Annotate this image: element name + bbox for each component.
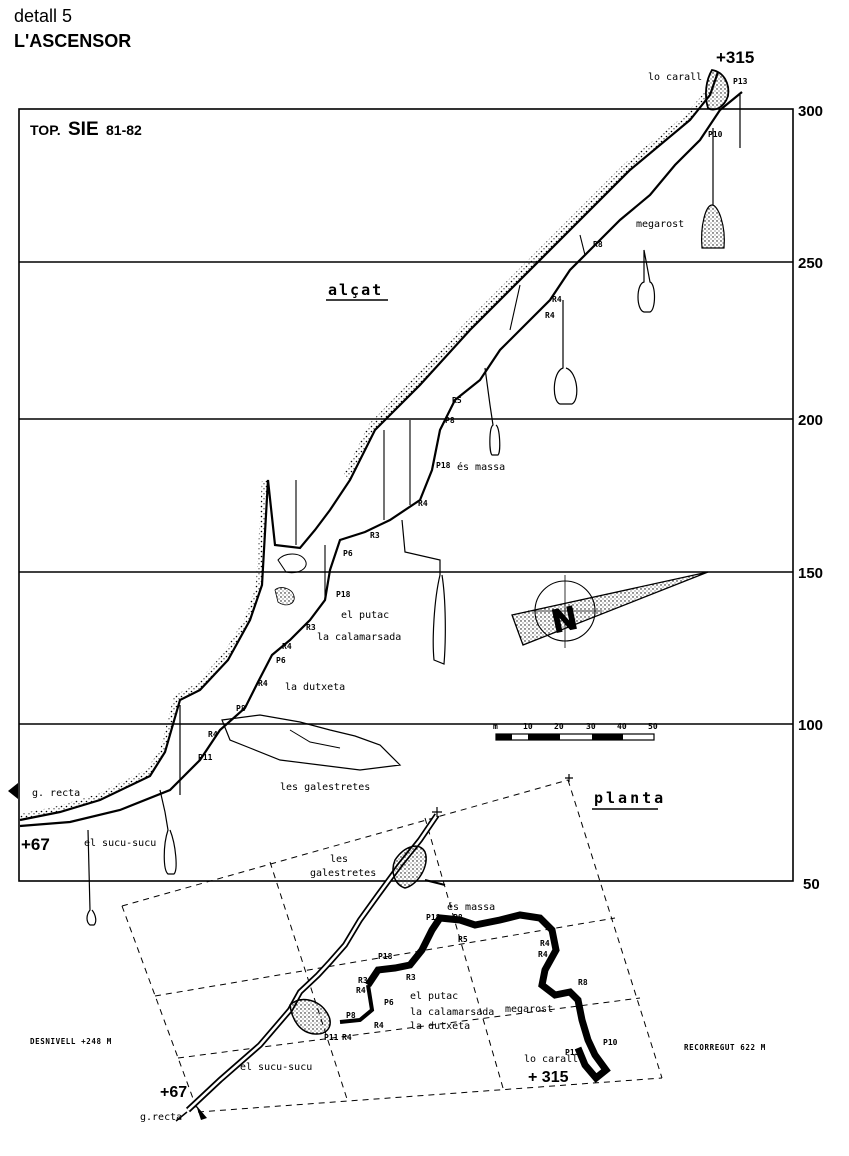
pitch-label: R3: [370, 531, 380, 540]
pitch-label: R3: [306, 623, 316, 632]
scale-tick: 40: [617, 722, 627, 731]
plan-pitch: R3: [358, 976, 368, 985]
plan-pitch: P8: [453, 913, 463, 922]
plan-label-galestretes: galestretes: [310, 868, 376, 879]
scale-unit: m: [493, 722, 498, 731]
pitch-label: R4: [282, 642, 292, 651]
length-stat: RECORREGUT 622 M: [684, 1043, 766, 1052]
north-arrow-icon: N: [511, 571, 709, 648]
plan-top-value: + 315: [528, 1069, 569, 1086]
plan-label-el-putac: el putac: [410, 991, 458, 1002]
scale-bar: m 10 20 30 40 50: [493, 722, 658, 741]
plan-cave-passage: [175, 774, 611, 1122]
scale-tick: 10: [523, 722, 533, 731]
place-megarost: megarost: [636, 219, 684, 230]
plan-pitch: R5: [458, 935, 468, 944]
survey-credit: TOP. SIE 81-82: [30, 119, 142, 140]
plan-label-les: les: [330, 854, 348, 865]
plan-pitch: P18: [378, 952, 393, 961]
pitch-label: P11: [198, 753, 213, 762]
pitch-label: R8: [593, 240, 603, 249]
plan-pitch: R4: [356, 986, 366, 995]
plan-label-megarost: megarost: [505, 1004, 553, 1015]
place-lo-carall: lo carall: [648, 72, 702, 83]
plan-label-la-dutxeta: la dutxeta: [410, 1021, 470, 1032]
elevation-place-names: lo carall megarost és massa el putac la …: [32, 72, 702, 849]
pitch-label: P8: [445, 416, 455, 425]
detail-number: detall 5: [14, 6, 73, 26]
plan-label-lo-carall: lo carall: [524, 1054, 578, 1065]
plan-label-g-recta: g.recta: [140, 1112, 182, 1123]
elevation-title: alçat: [328, 281, 383, 299]
cave-name-title: L'ASCENSOR: [14, 31, 132, 51]
plan-pitch: P18: [426, 913, 441, 922]
place-el-sucu-sucu: el sucu-sucu: [84, 838, 156, 849]
plan-pitch: P8: [346, 1011, 356, 1020]
elevation-axis-labels: 300 250 200 150 100 50: [798, 103, 823, 893]
place-la-calamarsada: la calamarsada: [317, 632, 401, 643]
place-el-putac: el putac: [341, 610, 389, 621]
plan-label-el-sucu-sucu: el sucu-sucu: [240, 1062, 312, 1073]
place-les-galestretes: les galestretes: [280, 782, 370, 793]
pitch-label: R4: [552, 295, 562, 304]
plan-pitch: R4: [374, 1021, 384, 1030]
place-la-dutxeta: la dutxeta: [285, 682, 345, 693]
pitch-label: P13: [733, 77, 748, 86]
pitch-label: P18: [436, 461, 451, 470]
axis-label-50: 50: [803, 876, 820, 893]
axis-label-300: 300: [798, 103, 823, 120]
top-elevation-value: +315: [716, 48, 754, 67]
bottom-elevation-value: +67: [21, 835, 50, 854]
plan-pitch: R4: [540, 939, 550, 948]
survey-years: 81-82: [106, 122, 142, 138]
pitch-label: P6: [343, 549, 353, 558]
plan-place-names: les galestretes és massa el putac la cal…: [140, 854, 578, 1123]
pitch-label: R5: [452, 396, 462, 405]
axis-label-150: 150: [798, 565, 823, 582]
plan-pitch: P11: [324, 1033, 339, 1042]
pitch-label: R4: [208, 730, 218, 739]
scale-tick: 50: [648, 722, 658, 731]
plan-label-es-massa: és massa: [447, 901, 495, 913]
place-g-recta: g. recta: [32, 788, 80, 799]
pitch-label: P10: [708, 130, 723, 139]
depth-stat: DESNIVELL +248 M: [30, 1037, 112, 1046]
plan-title: planta: [594, 789, 666, 807]
plan-pitch-labels: P18 P8 R5 R4 R4 R8 P18 R3 R3 R4 P6 R4 P8…: [324, 913, 618, 1057]
place-es-massa: és massa: [457, 461, 505, 473]
plan-label-la-calamarsada: la calamarsada: [410, 1007, 494, 1018]
scale-tick: 20: [554, 722, 564, 731]
elevation-profile: [8, 69, 743, 926]
scale-tick: 30: [586, 722, 596, 731]
plan-pitch: P10: [603, 1038, 618, 1047]
plan-pitch: R3: [406, 973, 416, 982]
plan-pitch: P6: [384, 998, 394, 1007]
plan-pitch: R4: [538, 950, 548, 959]
pitch-label: R4: [545, 311, 555, 320]
axis-label-200: 200: [798, 412, 823, 429]
pitch-label: R4: [418, 499, 428, 508]
axis-label-250: 250: [798, 255, 823, 272]
survey-prefix: TOP.: [30, 122, 61, 138]
pitch-label: P6: [276, 656, 286, 665]
pitch-label: R4: [258, 679, 268, 688]
pitch-label: P8: [236, 704, 246, 713]
axis-label-100: 100: [798, 717, 823, 734]
plan-pitch: R4: [342, 1033, 352, 1042]
survey-team: SIE: [68, 119, 99, 140]
plan-grid: [121, 779, 663, 1113]
plan-pitch: R8: [578, 978, 588, 987]
plan-pitch: P13: [565, 1048, 580, 1057]
plan-bottom-value: +67: [160, 1084, 187, 1101]
pitch-label: P18: [336, 590, 351, 599]
elevation-pitch-labels: P13 P10 R8 R4 R4 R5 P8 P18 R4 R3 P6 P18 …: [198, 77, 748, 762]
